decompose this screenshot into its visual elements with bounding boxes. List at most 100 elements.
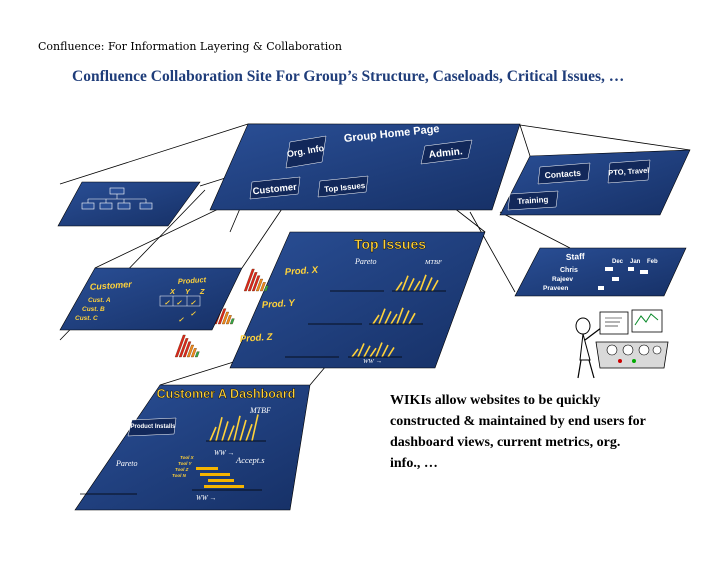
mtbf-label: MTBF [424, 259, 443, 266]
mtbf-chart-bar [239, 419, 247, 442]
product-label: Product [178, 275, 207, 286]
cust-a-label: Cust. A [88, 297, 111, 304]
dashboard-pareto-label: Pareto [115, 459, 137, 468]
dashboard-mtbf-label: MTBF [249, 406, 271, 415]
mtbf-chart-bar [221, 421, 229, 442]
legend-tool-n: Tool N [172, 473, 187, 478]
dashboard-title: Customer A Dashboard [157, 387, 296, 401]
legend-tool-z: Tool Z [175, 467, 189, 472]
contacts-panel[interactable]: Contacts PTO, Travel Training [499, 149, 691, 216]
prod-z-pareto-bar [178, 338, 189, 358]
prod-x-pareto-bar [243, 268, 255, 292]
contacts-label: Contacts [544, 168, 581, 181]
slide-header: Confluence: For Information Layering & C… [38, 40, 342, 53]
org-info-tile[interactable]: Org. Info [285, 135, 327, 169]
top-issues-title: Top Issues [354, 236, 426, 252]
admin-label: Admin. [428, 146, 463, 161]
ww-label: WW → [363, 358, 382, 365]
check-b-icon: ✓ [176, 300, 182, 307]
prod-x-mtbf-bar [419, 274, 427, 292]
staff-title: Staff [566, 251, 586, 262]
prod-z-mtbf-bar [381, 344, 389, 358]
prod-z-pareto-bar [174, 334, 186, 358]
prod-y-label: Prod. Y [261, 298, 296, 311]
prod-y-mtbf-bar [390, 313, 398, 325]
prod-x-mtbf-bar [413, 280, 421, 292]
product-grid [159, 295, 201, 307]
prod-x-pareto-bar [259, 282, 266, 292]
accepts-bar [196, 467, 218, 470]
prod-z-mtbf-bar [375, 342, 383, 358]
prod-y-mtbf-bar [402, 310, 410, 325]
prod-y-pareto-bar [229, 318, 235, 325]
prod-x-pareto-bar [255, 278, 264, 292]
product-xyz-label: X Y Z [169, 287, 208, 296]
mtbf-chart-bar [215, 417, 223, 442]
admin-tile[interactable]: Admin. [420, 139, 473, 165]
prod-z-pareto-bar [194, 351, 200, 358]
pto-travel-label: PTO, Travel [608, 166, 650, 178]
prod-x-label: Prod. X [284, 265, 319, 278]
prod-y-pareto-bar [225, 315, 232, 325]
staff-praveen: Praveen [543, 285, 568, 292]
prod-y-pareto-bar [217, 308, 227, 325]
top-issues-tile[interactable]: Top Issues [317, 175, 369, 198]
prod-y-mtbf-bar [384, 311, 392, 325]
month-jan: Jan [630, 259, 641, 265]
prod-x-pareto-bar [247, 272, 258, 292]
training-label: Training [517, 195, 549, 206]
group-home-panel[interactable]: Group Home Page Org. Info Admin. Custome… [209, 123, 521, 211]
legend-tool-x: Tool X [180, 455, 195, 460]
dashboard-ww1-label: WW → [214, 449, 234, 457]
presenter-clipart [575, 309, 669, 379]
prod-x-mtbf-bar [407, 278, 415, 292]
prod-y-mtbf-bar [408, 312, 416, 325]
org-chart-panel[interactable] [57, 181, 201, 227]
dashboard-panel[interactable]: Customer A Dashboard MTBF Product Instal… [0, 384, 311, 511]
prod-z-pareto-bar [186, 344, 195, 358]
legend-tool-y: Tool Y [178, 461, 192, 466]
prod-y-mtbf-bar [396, 307, 404, 325]
cust-c-label: Cust. C [75, 315, 98, 322]
mtbf-chart-bar [245, 423, 253, 442]
pto-travel-tile[interactable]: PTO, Travel [607, 159, 651, 184]
product-installs-tile[interactable]: Product Installs [127, 417, 177, 437]
training-tile[interactable]: Training [507, 190, 559, 211]
mtbf-chart-bar [251, 414, 259, 442]
prod-x-pareto-bar [251, 275, 261, 292]
wiki-caption: WIKIs allow websites to be quickly const… [390, 393, 646, 471]
top-issues-label: Top Issues [324, 181, 366, 194]
prod-y-mtbf-bar [378, 308, 386, 325]
staff-rajeev: Rajeev [552, 276, 573, 283]
accepts-bar [208, 479, 234, 482]
prod-y-pareto-bar [221, 311, 230, 325]
prod-z-pareto-bar [182, 341, 192, 358]
mtbf-chart-bar [233, 415, 241, 442]
prod-x-mtbf-bar [431, 279, 439, 292]
prod-z-mtbf-bar [363, 345, 371, 358]
tools-legend: Tool X Tool Y Tool Z Tool N [172, 455, 195, 478]
prod-z-mtbf-bar [369, 347, 377, 358]
top-issues-panel[interactable]: Top Issues Pareto MTBF Prod. X Prod. Y P… [174, 231, 486, 369]
dashboard-ww2-label: WW → [196, 494, 216, 502]
customer-panel[interactable]: Customer Product X Y Z Cust. A Cust. B C… [59, 267, 243, 331]
prod-x-mtbf-bar [425, 277, 433, 292]
prod-x-mtbf-bar [395, 281, 403, 292]
prod-z-mtbf-bar [387, 346, 395, 358]
prod-x-mtbf-bar [401, 275, 409, 292]
org-chart-boxes [81, 187, 153, 210]
pareto-label: Pareto [354, 257, 376, 266]
customer-label: Customer [252, 182, 298, 198]
prod-z-label: Prod. Z [239, 332, 274, 345]
customer-tile[interactable]: Customer [249, 176, 301, 200]
prod-z-pareto-bar [190, 348, 197, 358]
contacts-tile[interactable]: Contacts [537, 162, 591, 185]
product-installs-label: Product Installs [130, 424, 176, 430]
staff-panel[interactable]: Staff Chris Rajeev Praveen Dec Jan Feb [514, 247, 687, 297]
customer-title: Customer [89, 279, 132, 292]
staff-schedule-blocks [598, 267, 648, 290]
month-feb: Feb [647, 259, 658, 265]
dashboard-charts [80, 414, 266, 495]
check-e-icon: ✓ [178, 317, 184, 324]
